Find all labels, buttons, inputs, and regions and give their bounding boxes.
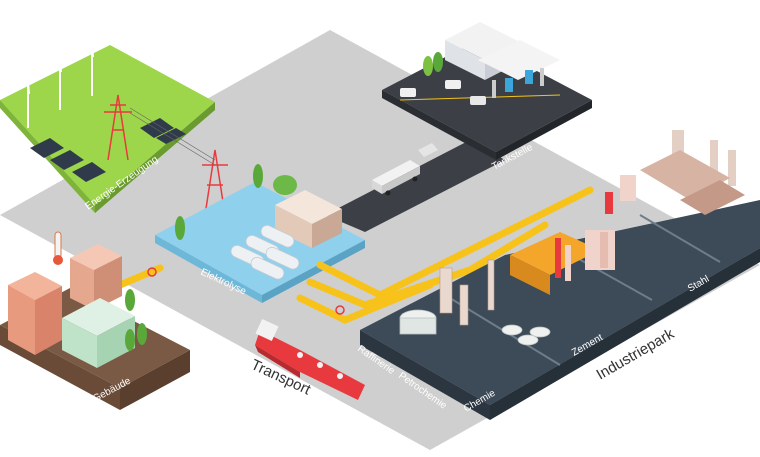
hydrogen-tanks <box>230 224 300 280</box>
truck-icon <box>372 143 438 196</box>
glass-building <box>62 298 135 368</box>
residential-tower <box>8 272 62 355</box>
power-lines <box>129 107 216 166</box>
electrolysis-area: Elektrolyse <box>155 164 365 303</box>
refinery-towers <box>439 259 495 326</box>
solar-panel-icon <box>30 118 186 182</box>
parked-cars <box>400 80 486 105</box>
office-tower <box>70 244 122 310</box>
buildings-area: Gebäude <box>0 231 190 410</box>
thermometer-icon <box>53 231 63 265</box>
fuel-pump-icon <box>505 70 533 92</box>
valve-icon <box>147 267 345 315</box>
steel-plant <box>605 130 745 215</box>
hydrogen-pipelines <box>116 186 594 324</box>
electrolysis-trees <box>175 164 297 240</box>
gas-station-area: Tankstelle <box>382 22 592 173</box>
electrolysis-building <box>275 190 342 248</box>
energy-generation-area: Energie-Erzeugung <box>0 36 228 216</box>
station-trees <box>423 52 443 76</box>
ship-icon <box>255 318 365 400</box>
cement-plant <box>510 230 615 295</box>
industry-park-area: Raffinerie Petrochemie Chemie Zement Sta… <box>355 130 760 420</box>
building-trees <box>125 289 147 351</box>
road-to-station <box>325 140 505 232</box>
wind-turbine-icon <box>15 36 103 128</box>
refinery-tanks <box>399 309 551 346</box>
station-canopy <box>478 40 560 98</box>
